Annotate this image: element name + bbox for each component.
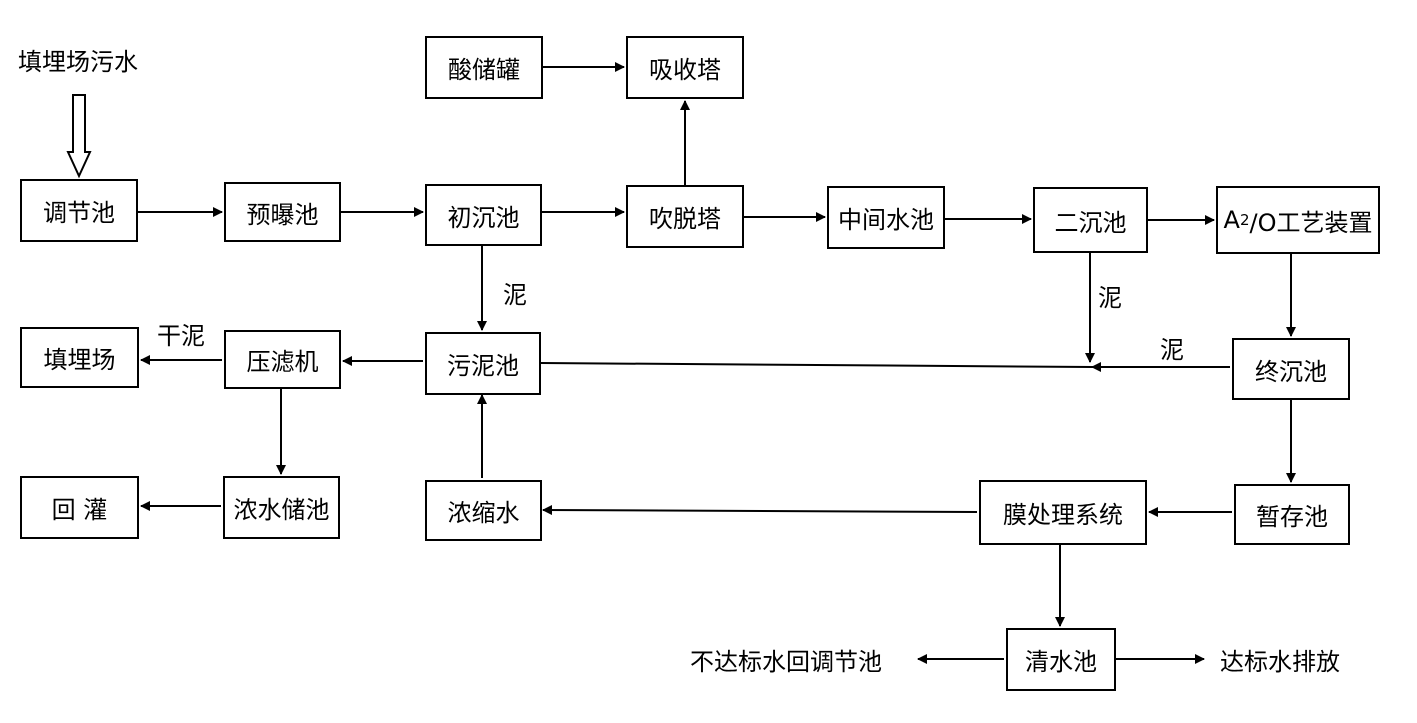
ao-suffix: /O工艺装置 — [1249, 208, 1373, 237]
sludge-tank-box: 污泥池 — [425, 332, 541, 395]
sludge-label-2: 泥 — [1098, 284, 1122, 312]
concentrate-storage-box: 浓水储池 — [223, 476, 340, 539]
clear-water-box: 清水池 — [1006, 628, 1116, 691]
standard-water-label: 达标水排放 — [1220, 648, 1340, 676]
filter-press-box: 压滤机 — [224, 330, 341, 389]
membrane-system-box: 膜处理系统 — [979, 480, 1147, 545]
sludge-label-1: 泥 — [503, 281, 527, 309]
inflow-arrow — [66, 94, 92, 179]
middle-tank-box: 中间水池 — [827, 186, 945, 249]
concentrate-box: 浓缩水 — [425, 480, 542, 541]
dry-sludge-label: 干泥 — [157, 322, 205, 350]
regulating-tank-box: 调节池 — [20, 179, 138, 242]
final-settling-box: 终沉池 — [1232, 338, 1350, 400]
acid-tank-box: 酸储罐 — [425, 36, 543, 99]
temp-storage-box: 暂存池 — [1234, 484, 1350, 545]
sludge-label-3: 泥 — [1160, 336, 1184, 364]
substandard-water-label: 不达标水回调节池 — [690, 648, 882, 676]
source-label: 填埋场污水 — [18, 48, 138, 76]
secondary-settling-box: 二沉池 — [1033, 187, 1148, 253]
recharge-box: 回 灌 — [20, 476, 139, 539]
ao-superscript: 2 — [1239, 211, 1250, 229]
stripping-tower-box: 吹脱塔 — [626, 185, 744, 248]
pre-aeration-tank-box: 预曝池 — [224, 182, 341, 242]
ao-prefix: A — [1223, 206, 1240, 234]
primary-settling-box: 初沉池 — [425, 184, 542, 246]
absorber-box: 吸收塔 — [626, 36, 744, 99]
landfill-box: 填埋场 — [20, 327, 139, 388]
